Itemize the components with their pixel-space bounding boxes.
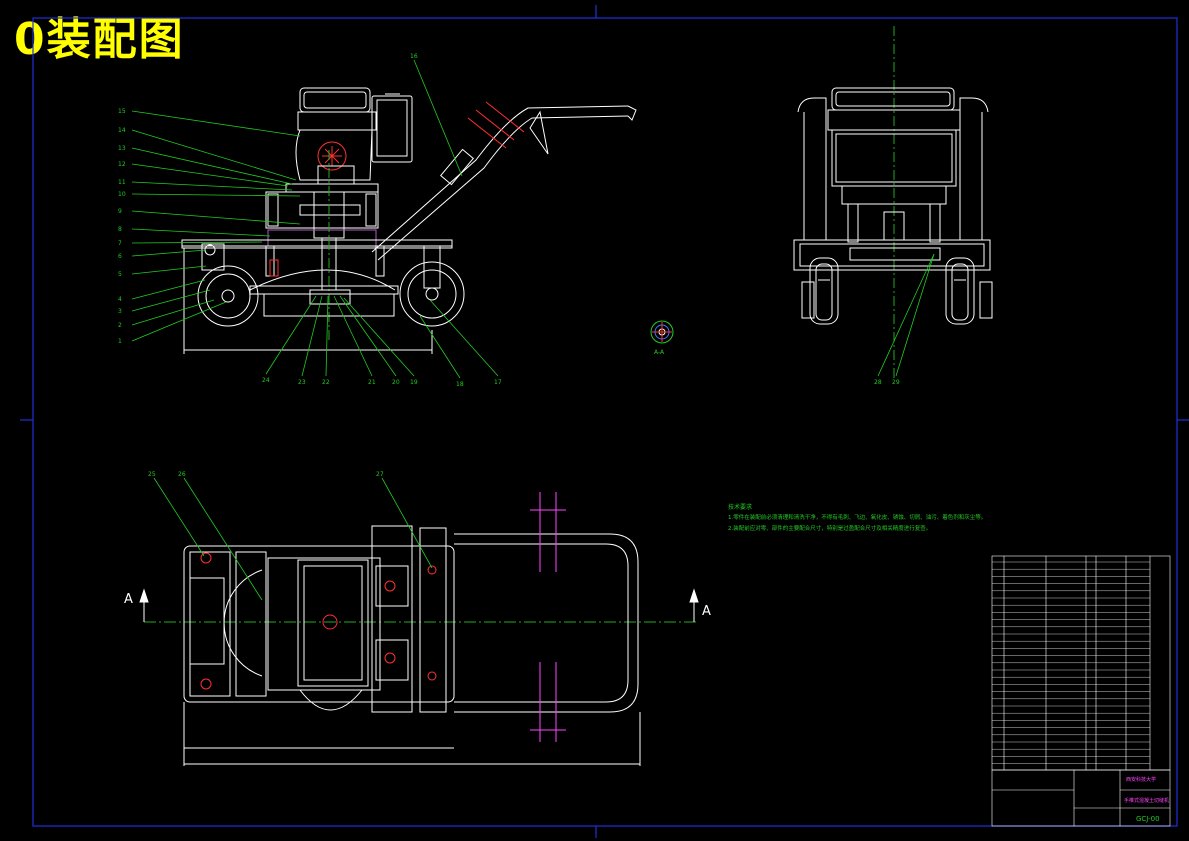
section-marks: [530, 492, 566, 742]
detail-circle: [650, 320, 674, 344]
part-label-12: 12: [118, 161, 126, 168]
part-label-6: 6: [118, 253, 122, 260]
part-label-27: 27: [376, 471, 384, 478]
leader-line: [131, 147, 293, 185]
part-label-7: 7: [118, 240, 122, 247]
leader-line: [131, 249, 207, 257]
leader-line: [895, 253, 935, 377]
part-label-9: 9: [118, 208, 122, 215]
part-label-10: 10: [118, 191, 126, 198]
title-block-school: 西安科技大学: [1126, 776, 1156, 783]
part-label-23: 23: [298, 379, 306, 386]
detail-label: A-A: [654, 349, 665, 356]
part-label-18: 18: [456, 381, 464, 388]
leader-lines: [131, 59, 935, 601]
part-label-29: 29: [892, 379, 900, 386]
side-view: [793, 26, 993, 380]
leader-line: [131, 241, 263, 244]
section-arrows: [139, 588, 699, 622]
leader-line: [325, 295, 329, 377]
part-label-16: 16: [410, 53, 418, 60]
part-label-26: 26: [178, 471, 186, 478]
tech-req-heading: 技术要求: [728, 503, 752, 511]
section-label-right: A: [702, 604, 711, 619]
part-label-21: 21: [368, 379, 376, 386]
part-label-24: 24: [262, 377, 270, 384]
leader-line: [131, 193, 301, 197]
leader-line: [413, 59, 463, 177]
leader-line: [131, 129, 297, 181]
leader-line: [131, 228, 271, 237]
part-label-11: 11: [118, 179, 126, 186]
drawing-title: 0装配图: [14, 14, 185, 65]
tech-req-item-1: 1.零件在装配前必须清理和清洗干净，不得有毛刺、飞边、氧化皮、锈蚀、切屑、油污、…: [728, 513, 986, 521]
leader-line: [429, 299, 499, 377]
part-label-4: 4: [118, 296, 122, 303]
part-label-8: 8: [118, 226, 122, 233]
leader-line: [131, 210, 301, 225]
title-block-drawing-no: GCJ-00: [1136, 815, 1160, 823]
leader-line: [131, 163, 289, 187]
leader-line: [131, 301, 227, 342]
leader-line: [131, 110, 301, 137]
part-label-22: 22: [322, 379, 330, 386]
part-label-13: 13: [118, 145, 126, 152]
leader-line: [301, 295, 323, 377]
leader-line: [183, 477, 263, 601]
part-label-20: 20: [392, 379, 400, 386]
part-label-28: 28: [874, 379, 882, 386]
part-label-19: 19: [410, 379, 418, 386]
part-label-2: 2: [118, 322, 122, 329]
top-view: [144, 525, 696, 766]
leader-line: [131, 265, 207, 275]
part-label-3: 3: [118, 308, 122, 315]
part-label-1: 1: [118, 338, 122, 345]
bom-rows: [992, 561, 1150, 764]
leader-line: [131, 289, 211, 312]
part-label-14: 14: [118, 127, 126, 134]
leader-line: [131, 181, 293, 191]
leader-line: [877, 253, 935, 377]
leader-line: [339, 295, 397, 377]
sheet-frame: [20, 5, 1189, 838]
part-label-15: 15: [118, 108, 126, 115]
part-label-17: 17: [494, 379, 502, 386]
leader-line: [131, 279, 206, 300]
bolt-marks: [200, 552, 437, 690]
leader-line: [333, 295, 373, 377]
leader-line: [153, 477, 205, 557]
title-block-name: 手推式混凝土切缝机: [1124, 797, 1169, 804]
section-label-left: A: [124, 592, 133, 607]
front-view: [181, 87, 637, 354]
leader-line: [265, 295, 317, 375]
leader-line: [419, 315, 461, 379]
leader-line: [381, 477, 433, 569]
part-label-5: 5: [118, 271, 122, 278]
part-label-25: 25: [148, 471, 156, 478]
leader-line: [131, 299, 215, 326]
bill-of-materials-table: [991, 555, 1171, 827]
leader-line: [343, 297, 415, 377]
tech-req-item-2: 2.装配前应对零、部件的主要配合尺寸，特别是过盈配合尺寸及相关精度进行复查。: [728, 524, 931, 532]
